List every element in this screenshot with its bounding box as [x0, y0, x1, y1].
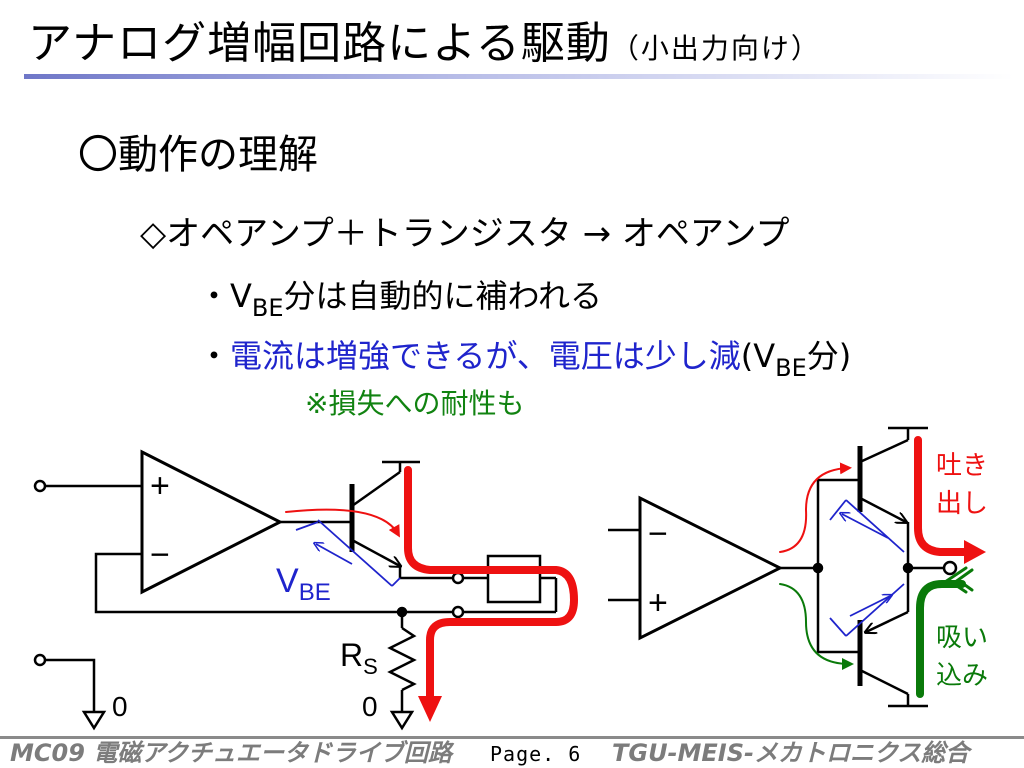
title-sub: （小出力向け） — [610, 32, 821, 65]
left-circuit — [33, 449, 558, 731]
slide-title: アナログ増幅回路による駆動（小出力向け） — [28, 14, 821, 79]
left-opamp-symbol — [140, 449, 284, 595]
footer-course: MC09 電磁アクチュエータドライブ回路 — [10, 739, 453, 767]
left-opamp-minus: − — [150, 536, 170, 574]
bullet1-lead: ・V — [198, 277, 252, 315]
load-resistor — [486, 554, 542, 604]
left-opamp-plus: + — [150, 467, 170, 505]
title-main: アナログ増幅回路による駆動 — [28, 18, 611, 69]
sink-label-line1: 吸い — [936, 623, 988, 653]
bullet1-subscript: BE — [251, 294, 284, 322]
source-label-line1: 吐き — [936, 451, 988, 481]
right-sink-current — [779, 566, 974, 698]
left-input-terminal — [33, 479, 47, 493]
bullet2-paren-close: 分) — [806, 337, 852, 375]
sink-label-line2: 込み — [936, 661, 988, 691]
footer-rule — [0, 736, 1024, 739]
right-opamp-plus: + — [648, 584, 668, 622]
right-opamp-symbol — [638, 495, 784, 641]
sense-resistor-rs — [387, 626, 417, 692]
right-source-current — [779, 436, 986, 564]
topic-line: ◇オペアンプ＋トランジスタ → オペアンプ — [140, 214, 790, 254]
left-vbe-annotation — [295, 519, 401, 587]
bullet2-lead: ・ — [198, 337, 231, 375]
footer-page-number: Page. 6 — [490, 742, 582, 766]
left-source-current — [285, 466, 579, 722]
bullet1-text: 分は自動的に補われる — [283, 277, 602, 315]
bullet-current-voltage: ・電流は増強できるが、電圧は少し減(VBE分) — [198, 332, 851, 392]
bullet2-subscript: BE — [775, 354, 807, 382]
section-heading: 〇動作の理解 — [78, 132, 318, 178]
ground-label-left: 0 — [112, 691, 128, 722]
right-vbe-annotations — [829, 499, 905, 637]
bullet2-blue-text: 電流は増強できるが、電圧は少し減 — [230, 337, 741, 375]
title-underline — [24, 74, 1014, 79]
ground-label-right: 0 — [362, 691, 378, 722]
bullet2-paren-open: (V — [740, 337, 776, 375]
vbe-label: VBE — [276, 562, 331, 606]
bullet-vbe-compensated: ・VBE分は自動的に補われる — [198, 272, 602, 332]
right-opamp-minus: − — [648, 515, 668, 553]
right-circuit — [608, 426, 958, 708]
rs-label: RS — [340, 637, 378, 679]
source-label-line2: 出し — [936, 489, 988, 519]
footer-department: TGU-MEIS-メカトロニクス総合 — [612, 739, 970, 767]
loss-tolerance-note: ※損失への耐性も — [305, 387, 525, 420]
